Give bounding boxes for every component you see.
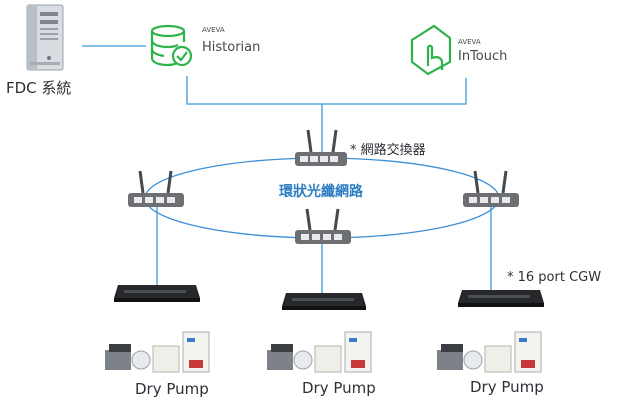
connection-lines [82,45,492,293]
dry-pump-label: Dry Pump [135,380,209,398]
dry-pump-label: Dry Pump [470,378,544,396]
historian-brand: AVEVA [202,26,225,34]
fdc-server-icon [26,4,64,71]
cgw-note: * 16 port CGW [507,270,601,285]
dry-pump-label: Dry Pump [302,379,376,397]
left-cgw-gateway-icon [114,285,200,302]
right-network-switch-icon [463,170,519,207]
historian-database-icon [150,24,193,67]
intouch-brand: AVEVA [458,38,481,46]
switch-note: * 網路交換器 [350,142,426,158]
intouch-name: InTouch [458,49,507,64]
left-network-switch-icon [128,170,184,207]
dry-pump-group-icon [105,331,210,373]
fdc-label: FDC 系統 [6,79,71,97]
historian-intouch-bus [186,76,467,105]
center-cgw-gateway-icon [282,293,366,310]
dry-pump-group-icon [267,331,372,373]
intouch-touch-icon [410,24,452,76]
center-network-switch-icon [295,208,351,244]
ring-label: 環狀光纖網路 [279,183,364,200]
historian-name: Historian [202,40,260,55]
core-network-switch-icon [295,129,347,166]
right-cgw-gateway-icon [458,290,544,307]
dry-pump-group-icon [437,331,542,373]
